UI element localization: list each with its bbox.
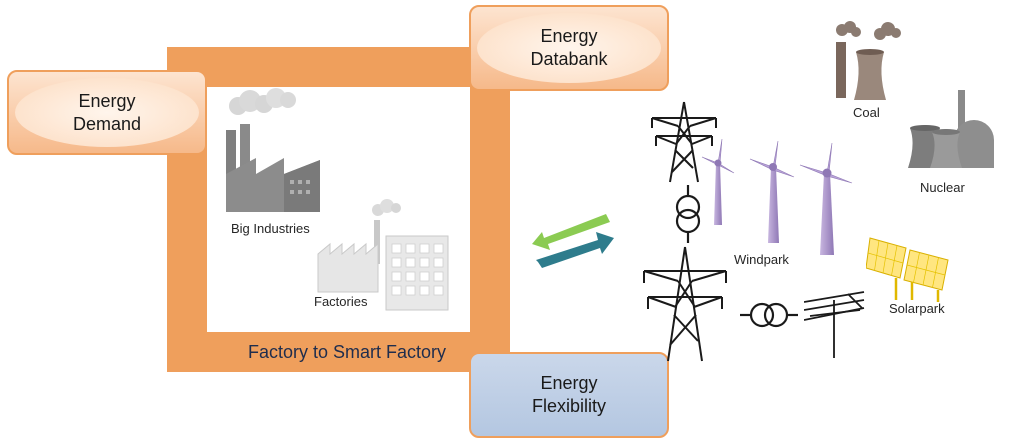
right-arrow <box>536 232 614 268</box>
energy-demand-label: Energy Demand <box>72 90 142 134</box>
windpark-label: Windpark <box>734 252 789 267</box>
power-tower-icon <box>643 246 727 362</box>
coal-label: Coal <box>853 105 880 120</box>
left-arrow <box>532 214 610 250</box>
energy-databank-callout: Energy Databank <box>469 5 669 91</box>
energy-databank-label: Energy Databank <box>530 26 608 69</box>
coal-plant-icon <box>836 21 901 100</box>
transformer-icon <box>740 302 798 328</box>
big-industries-label: Big Industries <box>231 221 310 236</box>
factory-icon <box>317 199 449 311</box>
transformer-icon <box>675 185 701 243</box>
solarpark-label: Solarpark <box>889 301 945 316</box>
energy-flexibility-callout: Energy Flexibility <box>469 352 669 438</box>
callout-oval <box>15 78 199 147</box>
big-industry-icon <box>226 88 320 212</box>
energy-flexibility-label: Energy Flexibility <box>531 373 606 416</box>
power-tower-icon <box>651 101 717 183</box>
utility-pole-icon <box>804 291 865 358</box>
exchange-arrows-icon <box>532 214 614 268</box>
nuclear-label: Nuclear <box>920 180 965 195</box>
callout-oval <box>477 13 661 83</box>
windpark-icon <box>701 138 853 255</box>
nuclear-plant-icon <box>908 90 994 168</box>
frame-caption: Factory to Smart Factory <box>247 342 447 362</box>
factories-label: Factories <box>314 294 368 309</box>
energy-demand-callout: Energy Demand <box>7 70 207 155</box>
solarpark-icon <box>866 237 949 302</box>
